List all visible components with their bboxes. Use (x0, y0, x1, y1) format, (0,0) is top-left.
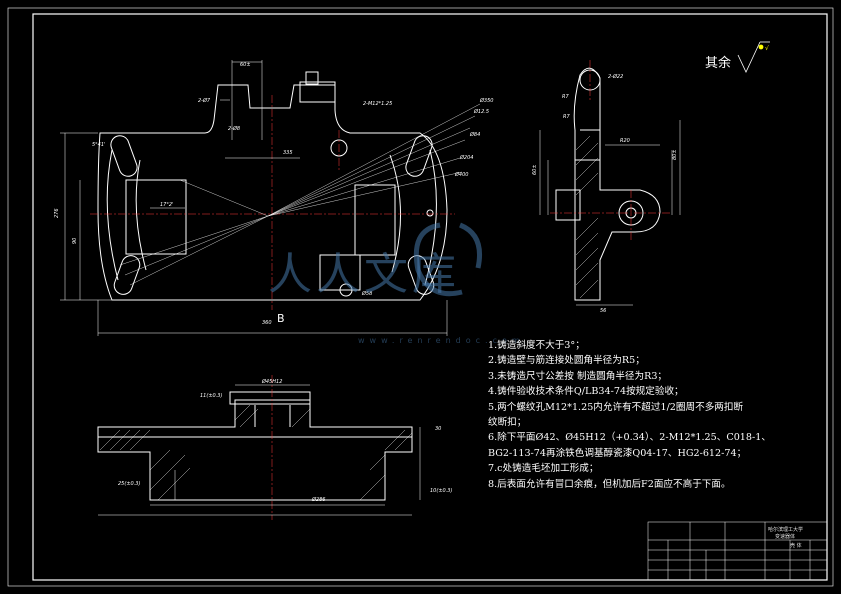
note-line: 4.铸件验收技术条件Q/LB34-74按规定验收； (488, 386, 684, 398)
title-block-drawing-name: 变速器体 (775, 534, 796, 540)
svg-text:2-Ø7: 2-Ø7 (198, 97, 211, 104)
svg-text:2-Ø8: 2-Ø8 (228, 125, 240, 132)
watermark-logo (413, 222, 482, 297)
svg-text:R20: R20 (620, 138, 630, 144)
svg-text:30: 30 (435, 426, 441, 432)
note-line: 纹断扣； (488, 417, 527, 429)
svg-text:2-M12*1.25: 2-M12*1.25 (363, 101, 392, 107)
svg-text:Ø12.5: Ø12.5 (473, 108, 489, 115)
svg-text:2-Ø22: 2-Ø22 (608, 73, 623, 80)
svg-text:R7: R7 (562, 94, 569, 100)
watermark-text: 人人文库 (268, 249, 460, 300)
side-view-dim-text: 2-Ø22 R7 R7 R20 56 80± 60± (532, 73, 678, 314)
roughness-symbol: √ (737, 41, 770, 73)
svg-text:Ø45H12: Ø45H12 (261, 378, 282, 385)
svg-text:276: 276 (54, 208, 60, 218)
svg-text:Ø84: Ø84 (469, 131, 480, 138)
svg-text:Ø58: Ø58 (361, 290, 372, 297)
inner-frame (32, 13, 828, 581)
section-label: B (277, 312, 285, 325)
note-line: BG2-113-74再涂铁色调基醇瓷漆Q04-17、HG2-612-74； (488, 447, 747, 459)
side-view-hatch (575, 135, 599, 299)
svg-text:Ø400: Ø400 (454, 171, 468, 178)
svg-text:60±: 60± (532, 164, 538, 175)
svg-text:5°41': 5°41' (92, 142, 105, 148)
note-line: 2.铸造壁与筋连接处圆角半径为R5； (488, 355, 645, 367)
note-line: 1.铸造斜度不大于3°； (488, 340, 585, 351)
svg-text:25(±0.3): 25(±0.3) (118, 481, 140, 487)
svg-text:17°2': 17°2' (160, 202, 173, 208)
front-view (97, 71, 448, 301)
section-view-dim-text: Ø45H12 Ø286 11(±0.3) 25(±0.3) 10(±0.3) 3… (118, 378, 452, 503)
svg-text:11(±0.3): 11(±0.3) (200, 393, 222, 399)
note-line: 5.两个螺纹孔M12*1.25内允许有不超过1/2圈周不多两扣断 (488, 401, 744, 413)
svg-text:Ø204: Ø204 (459, 154, 473, 161)
front-view-dimensions (60, 60, 448, 336)
leader-lines (119, 103, 481, 286)
note-line: 8.后表面允许有冒口余痕，但机加后F2面应不高于下面。 (488, 478, 731, 490)
svg-text:√: √ (765, 45, 769, 52)
title-block-part: 壳 体 (790, 543, 802, 549)
side-view-dimensions (539, 120, 681, 306)
svg-text:Ø286: Ø286 (311, 496, 325, 503)
note-line: 3.未铸造尺寸公差按 制造圆角半径为R3； (488, 370, 668, 382)
technical-notes: 1.铸造斜度不大于3°； 2.铸造壁与筋连接处圆角半径为R5； 3.未铸造尺寸公… (488, 338, 828, 492)
svg-text:Ø350: Ø350 (479, 97, 493, 104)
section-view-dimensions (98, 384, 421, 516)
outer-frame (7, 7, 834, 587)
note-line: 6.除下平面Ø42、Ø45H12（+0.34）、2-M12*1.25、C018-… (488, 432, 771, 444)
svg-text:R7: R7 (563, 114, 570, 120)
svg-text:90: 90 (72, 238, 78, 244)
svg-text:10(±0.3): 10(±0.3) (430, 488, 452, 494)
title-block-company: 哈尔滨理工大学 (768, 527, 804, 533)
section-view-hatch (99, 404, 413, 501)
roughness-label: 其余 (705, 56, 732, 71)
side-view-center-lines (550, 60, 670, 240)
svg-text:335: 335 (283, 150, 293, 156)
watermark-url: www.renrendoc.com (358, 336, 525, 345)
svg-text:80±: 80± (672, 149, 678, 160)
title-block (647, 521, 828, 581)
note-line: 7.c处铸造毛坯加工形成； (488, 463, 599, 475)
front-view-dim-text: 360 276 90 60± 335 2-Ø7 2-M12*1.25 Ø350 … (54, 62, 493, 326)
svg-text:360: 360 (262, 320, 272, 326)
section-view (97, 391, 413, 501)
svg-text:56: 56 (600, 308, 606, 314)
svg-text:60±: 60± (240, 62, 251, 68)
side-view (555, 67, 661, 301)
